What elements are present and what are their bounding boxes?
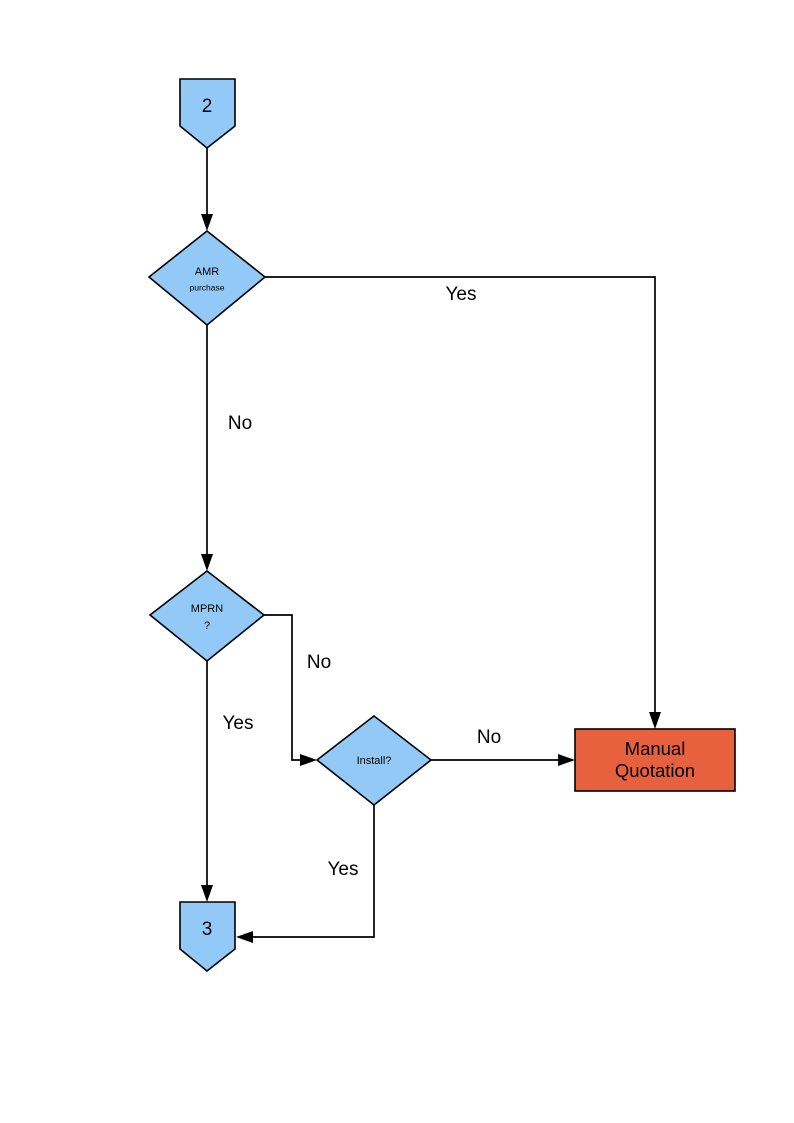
edge-label-install-yes: Yes (328, 859, 359, 880)
diamond-shape-amr (147, 229, 267, 327)
edge-install-yes-to-end (236, 805, 375, 943)
node-label-mprn-line2: ? (204, 620, 210, 632)
diamond-shape-install (315, 714, 433, 807)
node-label-manual-line1: Manual (625, 738, 686, 759)
edge-label-install-no: No (477, 727, 501, 748)
node-label-mprn-line1: MPRN (191, 603, 223, 615)
node-label-start-2: 2 (202, 96, 213, 117)
edge-mprn-no-to-install (264, 614, 317, 766)
diamond-shape-mprn (148, 569, 266, 663)
node-label-install: Install? (357, 755, 392, 767)
edge-amr-no-to-mprn (201, 325, 213, 571)
node-install[interactable]: Install? (315, 714, 433, 807)
edge-amr-yes-to-manual (265, 276, 661, 729)
node-amr-purchase[interactable]: AMR purchase (147, 229, 267, 327)
edge-start-to-amr (201, 148, 213, 231)
node-manual-quotation[interactable]: Manual Quotation (574, 728, 736, 792)
edge-label-amr-yes: Yes (446, 284, 477, 305)
node-label-manual-line2: Quotation (615, 760, 695, 781)
edge-install-no-to-manual (431, 754, 575, 766)
pentagon-connector-shape-3 (179, 901, 236, 973)
edge-label-layer: Yes No No Yes No Yes (223, 284, 502, 880)
edge-mprn-yes-to-end (201, 661, 213, 902)
edge-label-amr-no: No (228, 413, 252, 434)
node-label-amr-line1: AMR (195, 266, 220, 278)
node-mprn[interactable]: MPRN ? (148, 569, 266, 663)
rectangle-shape-manual-quotation (574, 728, 736, 792)
edge-label-mprn-yes: Yes (223, 713, 254, 734)
node-label-end-3: 3 (202, 919, 213, 940)
pentagon-connector-shape (179, 78, 236, 150)
node-end-3[interactable]: 3 (179, 901, 236, 973)
edge-layer: Manual Quotation (right, then down) --> … (201, 148, 661, 943)
node-label-amr-line2: purchase (190, 282, 225, 292)
node-start-2[interactable]: 2 (179, 78, 236, 150)
edge-label-mprn-no: No (307, 652, 331, 673)
